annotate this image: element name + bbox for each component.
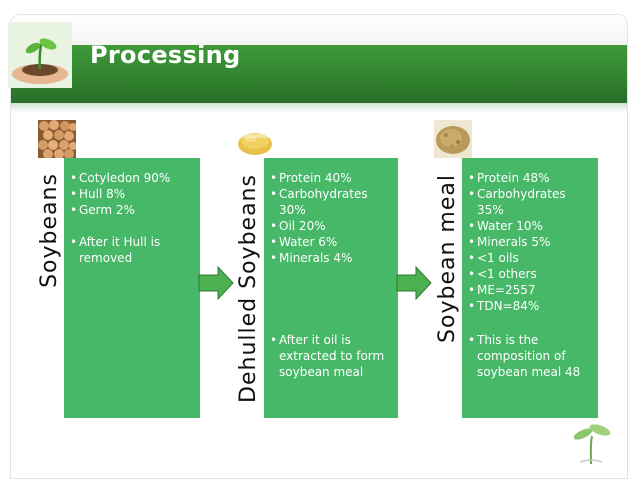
list-item: ME=2557 xyxy=(468,282,594,298)
header-bar xyxy=(11,45,627,103)
sprout-icon xyxy=(573,424,611,464)
soybeans-photo-icon xyxy=(38,120,76,158)
list-item: Carbohydrates 35% xyxy=(468,186,594,218)
dehulled-soybeans-photo-icon xyxy=(236,120,274,158)
dehulled-soybeans-composition-box: Protein 40% Carbohydrates 30% Oil 20% Wa… xyxy=(264,158,398,418)
column-label-soybean-meal: Soybean meal xyxy=(434,173,460,343)
list-item: Protein 48% xyxy=(468,170,594,186)
header-shadow xyxy=(11,103,627,113)
column-label-soybeans: Soybeans xyxy=(36,173,62,288)
list-item: Minerals 5% xyxy=(468,234,594,250)
note-item: This is the composition of soybean meal … xyxy=(468,332,594,380)
list-item: TDN=84% xyxy=(468,298,594,314)
list-item: Germ 2% xyxy=(70,202,196,218)
soybeans-composition-box: Cotyledon 90% Hull 8% Germ 2% After it H… xyxy=(64,158,200,418)
list-item: Water 6% xyxy=(270,234,394,250)
column-label-dehulled-soybeans: Dehulled Soybeans xyxy=(235,173,261,403)
list-item: Oil 20% xyxy=(270,218,394,234)
hands-holding-seedling-icon xyxy=(8,22,72,88)
list-item: Carbohydrates 30% xyxy=(270,186,394,218)
soybean-meal-composition-box: Protein 48% Carbohydrates 35% Water 10% … xyxy=(462,158,598,418)
list-item: Water 10% xyxy=(468,218,594,234)
top-strip xyxy=(11,15,627,45)
list-item: <1 others xyxy=(468,266,594,282)
soybean-meal-photo-icon xyxy=(434,120,472,158)
list-item: <1 oils xyxy=(468,250,594,266)
list-item: Cotyledon 90% xyxy=(70,170,196,186)
right-arrow-icon xyxy=(396,266,432,300)
list-item: Hull 8% xyxy=(70,186,196,202)
list-item: Protein 40% xyxy=(270,170,394,186)
note-item: After it oil is extracted to form soybea… xyxy=(270,332,394,380)
note-item: After it Hull is removed xyxy=(70,234,196,266)
slide-title: Processing xyxy=(90,41,241,69)
right-arrow-icon xyxy=(198,266,234,300)
list-item: Minerals 4% xyxy=(270,250,394,266)
